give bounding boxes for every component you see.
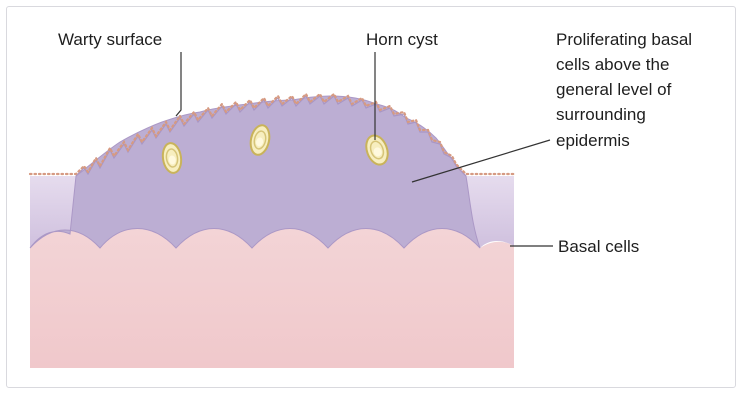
- label-proliferating-1: Proliferating basal: [556, 30, 692, 49]
- label-proliferating-5: epidermis: [556, 131, 630, 150]
- label-proliferating-2: cells above the: [556, 55, 669, 74]
- lesion-body: [30, 96, 480, 248]
- label-basal-cells: Basal cells: [558, 237, 639, 256]
- leader-warty-surface: [176, 52, 181, 116]
- label-warty-surface: Warty surface: [58, 30, 162, 49]
- label-proliferating-3: general level of: [556, 80, 672, 99]
- dermis: [30, 229, 514, 369]
- label-horn-cyst: Horn cyst: [366, 30, 438, 49]
- label-proliferating-4: surrounding: [556, 105, 646, 124]
